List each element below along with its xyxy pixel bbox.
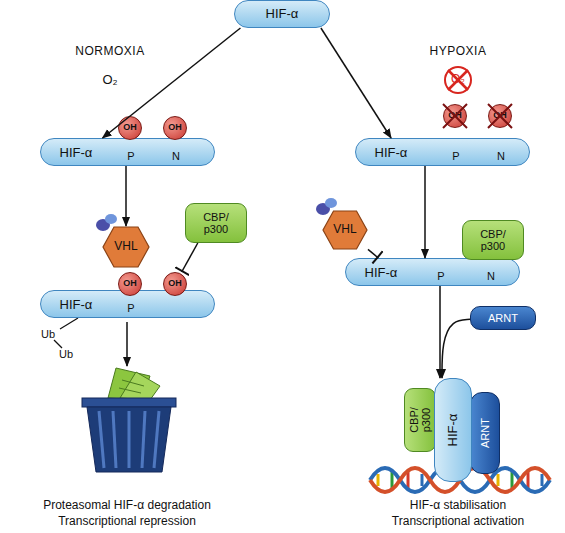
hydroxyl-cross <box>488 104 512 128</box>
bin-stripe <box>128 411 131 468</box>
protein-name: HIF-α <box>365 266 398 280</box>
outcome-label: HIF-α stabilisation <box>410 499 506 512</box>
bin-stripe <box>154 411 159 468</box>
protein-box: HIF-α <box>434 378 472 482</box>
dna-rung <box>407 472 410 488</box>
pathway-arrow <box>424 166 426 258</box>
degradation-arrow <box>126 322 128 366</box>
dna-rung <box>511 472 514 488</box>
residue-label: P <box>452 150 459 162</box>
residue-label: P <box>437 270 444 282</box>
no-oxygen-cross <box>448 70 468 90</box>
protein-name: HIF-α <box>375 146 408 160</box>
pathway-arrow <box>439 286 441 378</box>
ubiquitin-label: Ub <box>59 348 73 360</box>
node-label: CBP/ p300 <box>408 403 432 437</box>
node-label: OH <box>168 279 182 289</box>
coactivator-box: CBP/ p300 <box>404 388 436 452</box>
no-oxygen-ring <box>445 67 471 93</box>
hydroxyl-cross <box>443 104 467 128</box>
proteasome-bin <box>87 407 171 472</box>
node-label: CBP/ p300 <box>473 228 513 252</box>
dna-rung <box>527 472 530 488</box>
oxygen-label: O₂ <box>451 73 465 86</box>
bin-stripe <box>99 411 104 468</box>
pathway-arrow <box>321 28 391 138</box>
paper-sheet <box>108 368 150 400</box>
arnt-box: ARNT <box>470 306 536 330</box>
residue-label: P <box>127 302 134 314</box>
protein-box: HIF-α P N <box>355 138 530 166</box>
condition-heading: NORMOXIA <box>75 45 144 58</box>
inhibition-line <box>182 243 198 272</box>
node-label: OH <box>493 111 507 121</box>
condition-heading: HYPOXIA <box>430 45 487 58</box>
node-label: ARNT <box>488 312 518 324</box>
vhl-hexagon: VHL <box>322 210 368 250</box>
protein-box: HIF-α P N <box>345 258 520 286</box>
node-label: VHL <box>333 223 356 236</box>
elongin-blob <box>105 214 117 224</box>
node-label: OH <box>123 123 137 133</box>
elongin-blob <box>316 203 330 215</box>
coactivator-box: CBP/ p300 <box>185 203 247 243</box>
paper-sheet <box>120 372 160 400</box>
hexagon-shape <box>103 227 149 267</box>
no-oxygen-cross <box>448 70 468 90</box>
ubiquitin-label: Ub <box>41 328 55 340</box>
dna-rung <box>377 474 380 486</box>
outcome-label: Transcriptional repression <box>58 515 196 528</box>
pathway-arrow <box>125 166 127 226</box>
elongin-blob <box>325 198 337 208</box>
paper-line <box>122 380 144 386</box>
dna-rung <box>421 474 424 486</box>
hydroxyl-cross <box>443 104 467 128</box>
arnt-box: ARNT <box>470 392 500 474</box>
hydroxyl-circle: OH <box>118 272 142 296</box>
hydroxyl-circle: OH <box>118 116 142 140</box>
node-label: CBP/ p300 <box>196 211 236 235</box>
oxygen-label: O₂ <box>102 73 117 87</box>
hydroxyl-circle: OH <box>488 104 512 128</box>
outcome-label: Transcriptional activation <box>392 515 524 528</box>
pathway-arrow <box>103 28 241 138</box>
node-label: ARNT <box>479 418 491 448</box>
protein-box: HIF-α <box>234 0 330 28</box>
hydroxyl-circle: OH <box>443 104 467 128</box>
hexagon-shape <box>323 211 367 249</box>
node-label: HIF-α <box>266 7 299 21</box>
hydroxyl-cross <box>488 104 512 128</box>
paper-line <box>119 388 141 393</box>
dna-rung <box>497 474 500 486</box>
hydroxyl-circle: OH <box>163 116 187 140</box>
node-label: VHL <box>114 240 137 253</box>
residue-label: N <box>497 150 505 162</box>
node-label: HIF-α <box>446 414 460 447</box>
node-label: OH <box>448 111 462 121</box>
node-label: OH <box>168 123 182 133</box>
ubiquitin-link <box>54 340 62 348</box>
bin-rim <box>82 398 176 407</box>
protein-name: HIF-α <box>60 146 93 160</box>
protein-box: HIF-α P N <box>40 138 215 166</box>
elongin-blob <box>96 219 110 231</box>
inhibition-line <box>368 249 378 258</box>
bin-stripe <box>113 411 116 468</box>
vhl-hexagon: VHL <box>102 226 150 268</box>
dna-rung <box>541 474 544 486</box>
outcome-label: Proteasomal HIF-α degradation <box>43 499 211 512</box>
hydroxyl-circle: OH <box>163 272 187 296</box>
protein-name: HIF-α <box>60 298 93 312</box>
ubiquitin-link <box>60 318 78 329</box>
residue-label: P <box>127 150 134 162</box>
coactivator-box: CBP/ p300 <box>462 220 524 260</box>
bin-stripe <box>142 411 145 468</box>
residue-label: N <box>487 270 495 282</box>
merge-arrow <box>442 319 470 378</box>
dna-rung <box>391 472 394 488</box>
residue-label: N <box>172 150 180 162</box>
node-label: OH <box>123 279 137 289</box>
